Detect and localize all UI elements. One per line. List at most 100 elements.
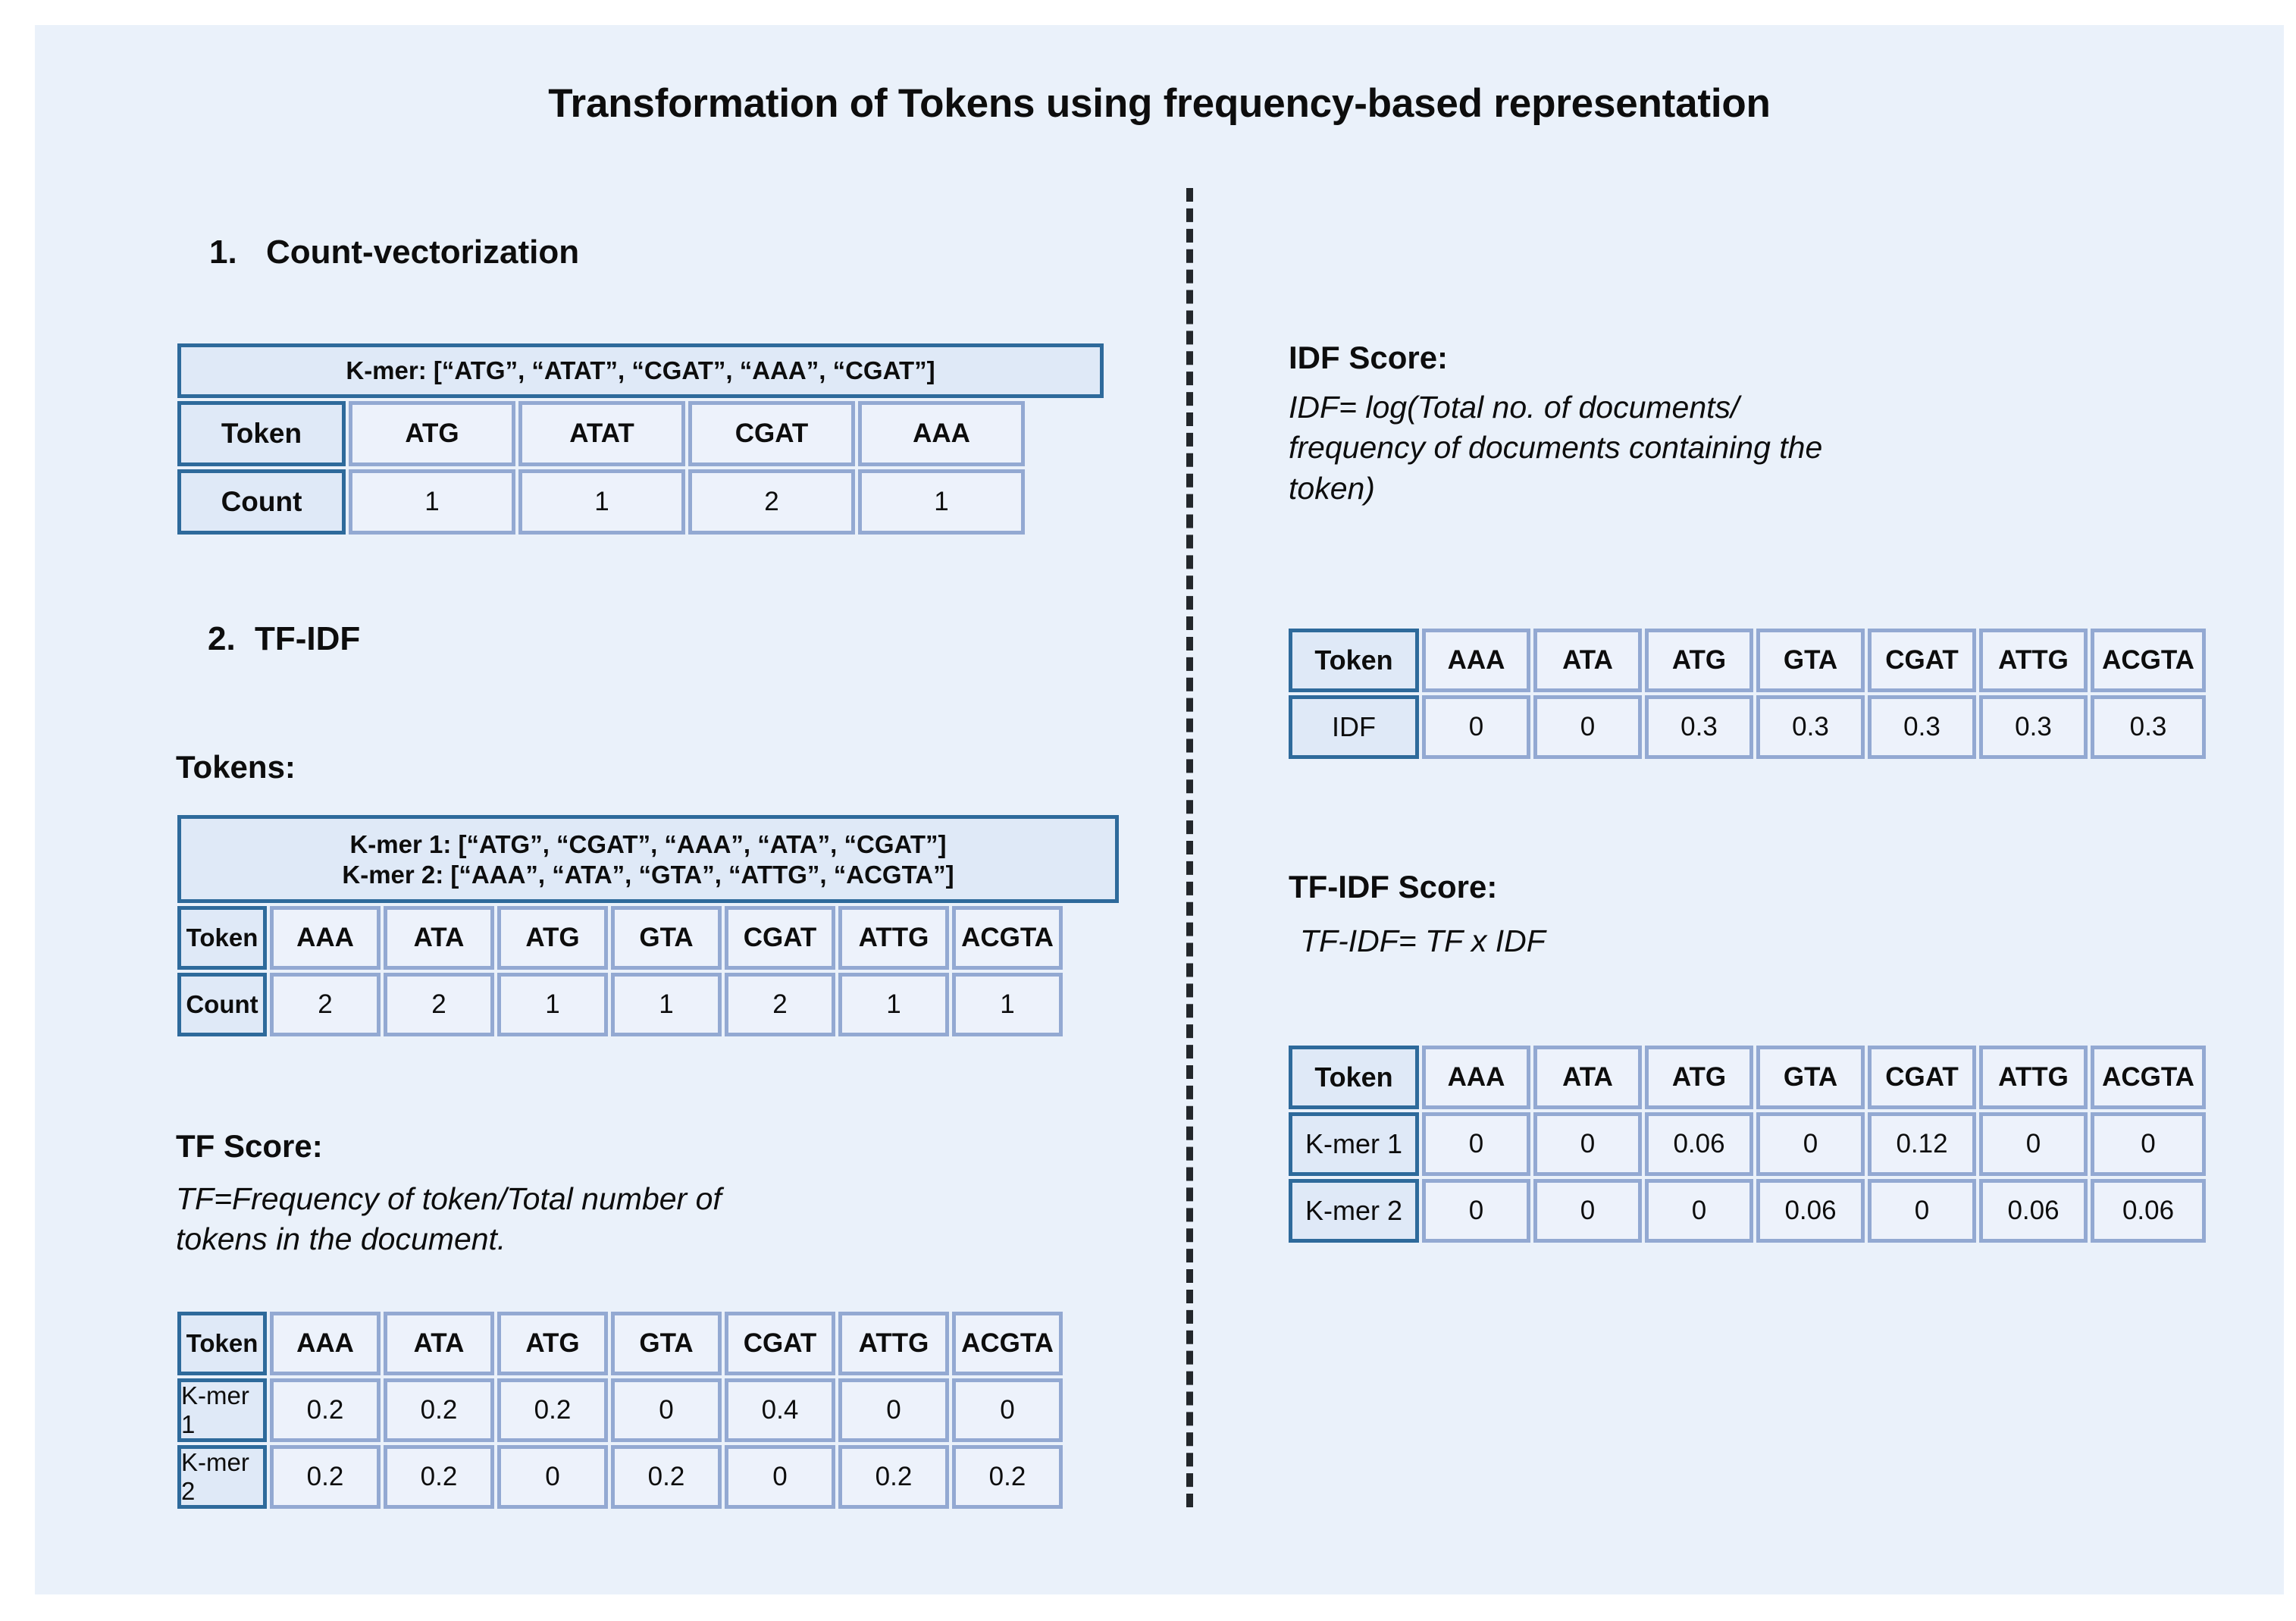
- table-cell: 0.3: [1645, 695, 1753, 759]
- table-cell: 0.2: [838, 1445, 949, 1509]
- tfidf-score-table: Token AAA ATA ATG GTA CGAT ATTG ACGTA K-…: [1289, 1046, 2206, 1243]
- table-cell: 0.2: [497, 1378, 608, 1442]
- table-row: K-mer 2 0.2 0.2 0 0.2 0 0.2 0.2: [177, 1445, 1063, 1509]
- kmer-banner-line-2: K-mer 2: [“AAA”, “ATA”, “GTA”, “ATTG”, “…: [342, 861, 954, 889]
- table-cell: 1: [497, 973, 608, 1036]
- table-cell: ATG: [497, 906, 608, 970]
- row-label-token: Token: [177, 401, 346, 466]
- row-label-count: Count: [177, 469, 346, 535]
- table-cell: 0: [1422, 1112, 1530, 1176]
- table-cell: 0.2: [611, 1445, 722, 1509]
- table-row: Token AAA ATA ATG GTA CGAT ATTG ACGTA: [1289, 629, 2206, 692]
- table-cell: ATAT: [518, 401, 685, 466]
- table-cell: GTA: [611, 906, 722, 970]
- table-cell: 0.3: [2091, 695, 2206, 759]
- tf-formula-line-1: TF=Frequency of token/Total number of: [176, 1181, 722, 1216]
- table-cell: 0: [838, 1378, 949, 1442]
- table-cell: 2: [384, 973, 494, 1036]
- table-row: Count 1 1 2 1: [177, 469, 1104, 535]
- row-label-count: Count: [177, 973, 267, 1036]
- table-cell: ATA: [384, 906, 494, 970]
- table-cell: ATA: [384, 1312, 494, 1375]
- table-cell: 0.2: [384, 1378, 494, 1442]
- table-cell: 0: [1422, 1179, 1530, 1243]
- table-row: K-mer 1 0.2 0.2 0.2 0 0.4 0 0: [177, 1378, 1063, 1442]
- table-cell: CGAT: [688, 401, 855, 466]
- figure-panel: Transformation of Tokens using frequency…: [35, 25, 2284, 1594]
- table-cell: CGAT: [725, 1312, 835, 1375]
- table-cell: 0.06: [1979, 1179, 2088, 1243]
- kmer-banner-line-1: K-mer 1: [“ATG”, “CGAT”, “AAA”, “ATA”, “…: [349, 830, 947, 858]
- table-cell: 0: [725, 1445, 835, 1509]
- tf-score-formula: TF=Frequency of token/Total number of to…: [176, 1179, 1085, 1260]
- left-column: 1. Count-vectorization K-mer: [“ATG”, “A…: [35, 25, 1186, 1594]
- tfidf-score-heading: TF-IDF Score:: [1289, 869, 1498, 905]
- row-label-token: Token: [177, 1312, 267, 1375]
- table-cell: GTA: [1756, 629, 1865, 692]
- table-cell: ATTG: [838, 906, 949, 970]
- idf-formula-line-2: frequency of documents containing the: [1289, 430, 1823, 466]
- table-cell: 1: [952, 973, 1063, 1036]
- table-row: Token ATG ATAT CGAT AAA: [177, 401, 1104, 466]
- table-cell: 0.06: [2091, 1179, 2206, 1243]
- kmer-banner-row: K-mer 1: [“ATG”, “CGAT”, “AAA”, “ATA”, “…: [177, 815, 1119, 903]
- section-1-title: Count-vectorization: [266, 234, 580, 271]
- row-label-idf: IDF: [1289, 695, 1419, 759]
- table-cell: ACGTA: [2091, 1046, 2206, 1109]
- tf-score-heading: TF Score:: [176, 1128, 323, 1164]
- table-cell: 0: [497, 1445, 608, 1509]
- table-cell: 0: [1533, 695, 1642, 759]
- idf-score-heading: IDF Score:: [1289, 340, 1449, 375]
- table-cell: ATA: [1533, 1046, 1642, 1109]
- table-cell: AAA: [270, 906, 381, 970]
- idf-score-formula: IDF= log(Total no. of documents/ frequen…: [1289, 387, 2236, 509]
- row-label-kmer-1: K-mer 1: [1289, 1112, 1419, 1176]
- table-cell: 1: [518, 469, 685, 535]
- kmer-banner-row: K-mer: [“ATG”, “ATAT”, “CGAT”, “AAA”, “C…: [177, 343, 1104, 398]
- count-vectorization-table: K-mer: [“ATG”, “ATAT”, “CGAT”, “AAA”, “C…: [177, 343, 1104, 535]
- section-2-number: 2.: [208, 620, 236, 657]
- table-cell: 0: [1645, 1179, 1753, 1243]
- table-cell: CGAT: [1868, 1046, 1976, 1109]
- table-cell: 0.2: [270, 1445, 381, 1509]
- table-cell: ATTG: [1979, 1046, 2088, 1109]
- tfidf-score-formula: TF-IDF= TF x IDF: [1300, 921, 2247, 961]
- idf-formula-line-3: token): [1289, 470, 1375, 506]
- right-column: IDF Score: IDF= log(Total no. of documen…: [1186, 25, 2284, 1594]
- table-row: Token AAA ATA ATG GTA CGAT ATTG ACGTA: [177, 1312, 1063, 1375]
- tf-score-table: Token AAA ATA ATG GTA CGAT ATTG ACGTA K-…: [177, 1312, 1063, 1509]
- row-label-kmer-2: K-mer 2: [177, 1445, 267, 1509]
- table-cell: ATG: [1645, 1046, 1753, 1109]
- kmer-banner: K-mer: [“ATG”, “ATAT”, “CGAT”, “AAA”, “C…: [177, 343, 1104, 398]
- table-cell: 0: [1533, 1179, 1642, 1243]
- table-cell: AAA: [1422, 629, 1530, 692]
- row-label-token: Token: [177, 906, 267, 970]
- tokens-label: Tokens:: [176, 749, 296, 785]
- table-cell: 0.2: [384, 1445, 494, 1509]
- table-cell: 0: [1868, 1179, 1976, 1243]
- table-cell: 0.4: [725, 1378, 835, 1442]
- column-divider: [1186, 188, 1193, 1507]
- row-label-token: Token: [1289, 1046, 1419, 1109]
- table-cell: 0: [1533, 1112, 1642, 1176]
- table-cell: 0: [2091, 1112, 2206, 1176]
- table-cell: 1: [349, 469, 515, 535]
- table-cell: ATG: [1645, 629, 1753, 692]
- section-2-title: TF-IDF: [255, 620, 361, 657]
- table-cell: 1: [858, 469, 1025, 535]
- table-cell: 1: [838, 973, 949, 1036]
- table-cell: AAA: [270, 1312, 381, 1375]
- table-cell: CGAT: [1868, 629, 1976, 692]
- kmer-banner: K-mer 1: [“ATG”, “CGAT”, “AAA”, “ATA”, “…: [177, 815, 1119, 903]
- table-cell: 0.2: [270, 1378, 381, 1442]
- table-cell: 2: [725, 973, 835, 1036]
- table-cell: ACGTA: [2091, 629, 2206, 692]
- table-cell: 2: [688, 469, 855, 535]
- table-cell: 0: [1422, 695, 1530, 759]
- table-cell: AAA: [858, 401, 1025, 466]
- table-cell: 0.12: [1868, 1112, 1976, 1176]
- table-cell: 0.06: [1645, 1112, 1753, 1176]
- table-cell: 1: [611, 973, 722, 1036]
- table-cell: 2: [270, 973, 381, 1036]
- table-row: K-mer 2 0 0 0 0.06 0 0.06 0.06: [1289, 1179, 2206, 1243]
